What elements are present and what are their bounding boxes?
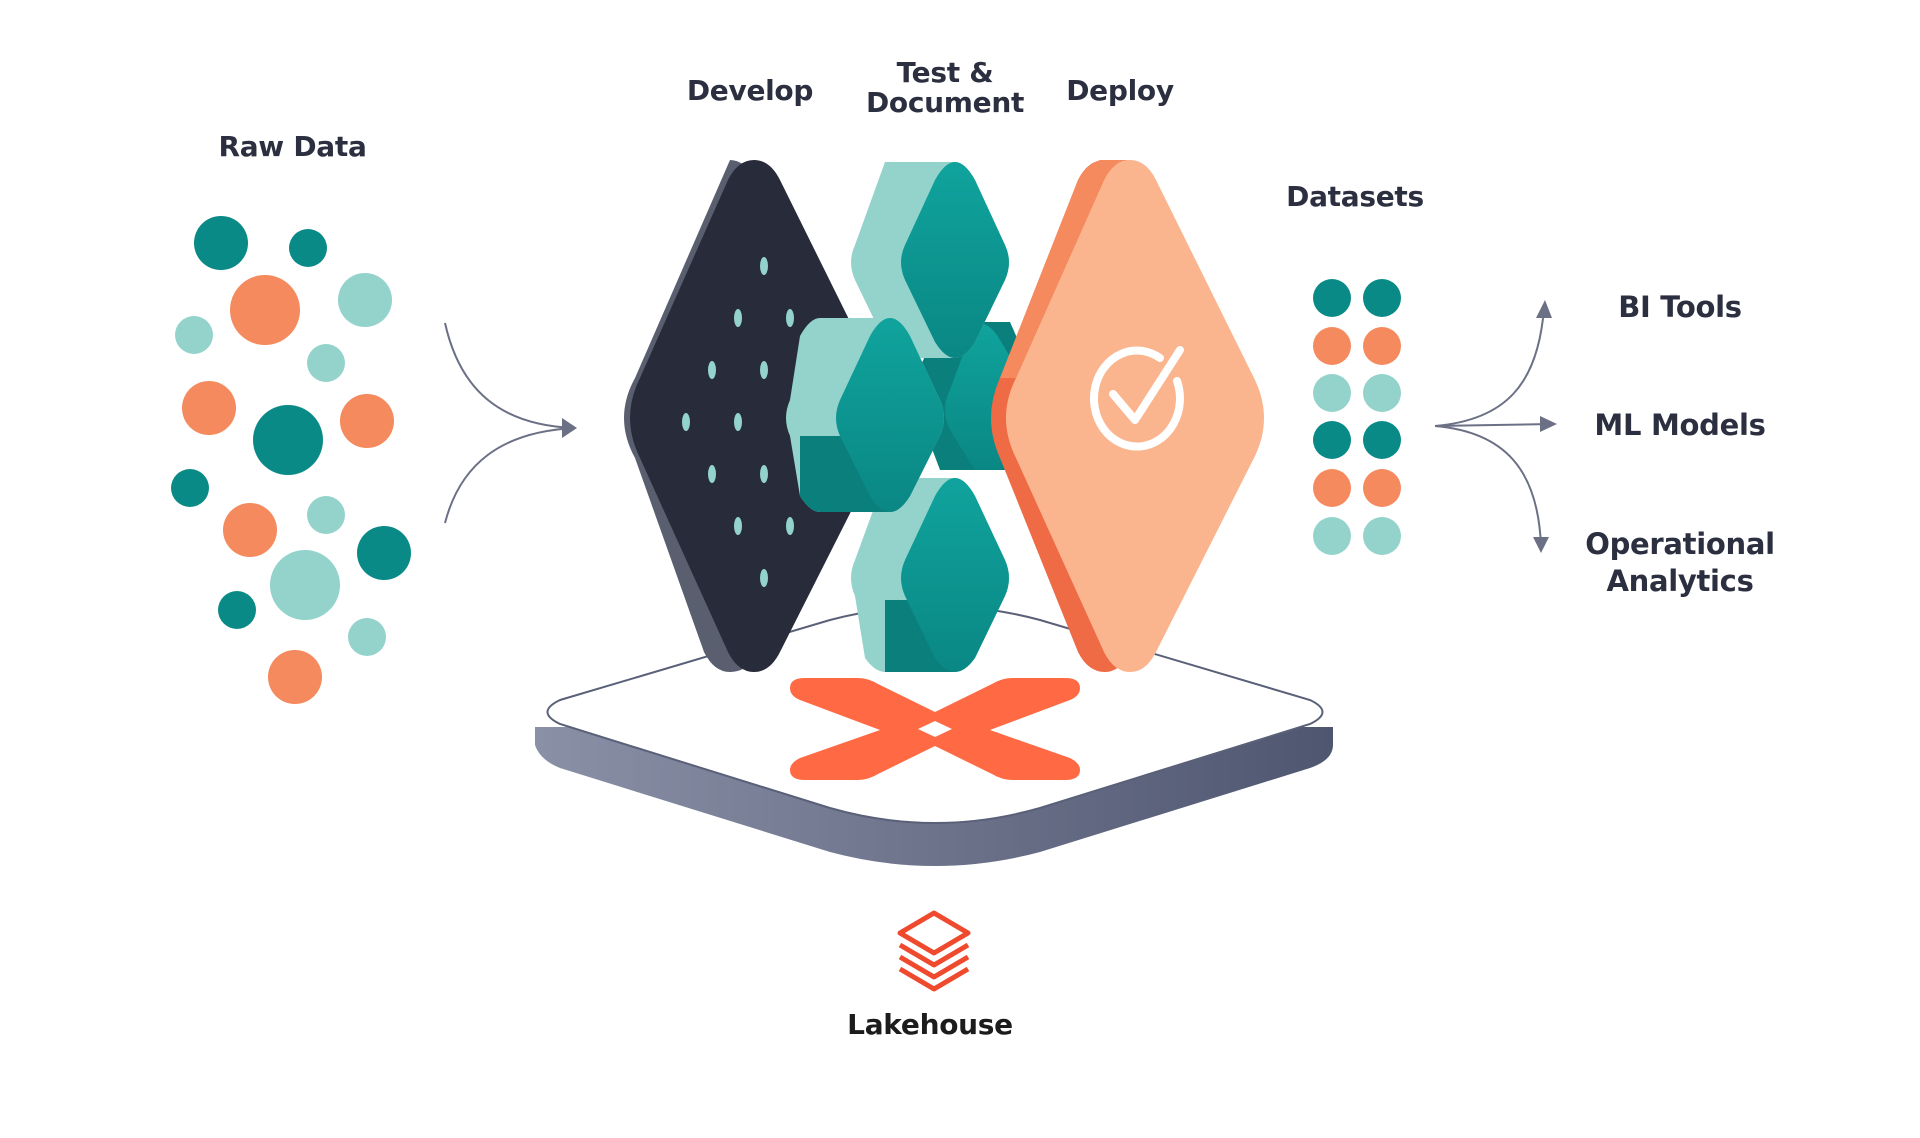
raw-data-dot <box>194 216 248 270</box>
input-arrows <box>444 322 577 524</box>
raw-data-dot <box>268 650 322 704</box>
raw-data-dot <box>270 550 340 620</box>
dataset-dot <box>1363 327 1401 365</box>
deploy-label: Deploy <box>1066 74 1174 107</box>
raw-data-dot <box>171 469 209 507</box>
teal-block <box>786 318 944 512</box>
dataset-dot <box>1313 279 1351 317</box>
teal-block <box>851 478 1009 672</box>
raw-data-dot <box>338 273 392 327</box>
test-document-label-line2: Document <box>865 86 1025 119</box>
x-logo-icon <box>790 678 1080 780</box>
output-arrows <box>1434 300 1557 553</box>
raw-data-cluster <box>171 216 411 704</box>
raw-data-dot <box>230 275 300 345</box>
datasets-grid <box>1313 279 1401 555</box>
test-document-cluster <box>786 162 1040 672</box>
dataset-dot <box>1313 327 1351 365</box>
raw-data-dot <box>348 618 386 656</box>
operational-analytics-label-line1: Operational <box>1585 527 1775 561</box>
dataset-dot <box>1313 517 1351 555</box>
teal-block <box>851 162 1009 358</box>
dataset-dot <box>1363 279 1401 317</box>
dataset-dot <box>1313 374 1351 412</box>
dataset-dot <box>1363 517 1401 555</box>
develop-diamond <box>624 160 888 672</box>
deploy-diamond <box>991 160 1264 672</box>
dataset-dot <box>1313 469 1351 507</box>
raw-data-dot <box>289 229 327 267</box>
input-arrow-top <box>444 322 575 429</box>
output-arrow-mid <box>1434 423 1553 427</box>
output-arrow-up <box>1434 307 1545 427</box>
raw-data-dot <box>253 405 323 475</box>
raw-data-dot <box>307 344 345 382</box>
raw-data-dot <box>357 526 411 580</box>
stacked-layers-icon <box>897 910 971 992</box>
develop-dots <box>682 257 794 587</box>
raw-data-dot <box>223 503 277 557</box>
arrow-head-icon <box>1540 416 1557 432</box>
input-arrow-bottom <box>444 427 575 524</box>
arrow-head-icon <box>562 418 577 438</box>
develop-diamond-face <box>630 160 888 672</box>
ml-models-label: ML Models <box>1594 408 1766 442</box>
datasets-label: Datasets <box>1286 180 1424 213</box>
dataset-dot <box>1363 421 1401 459</box>
raw-data-label: Raw Data <box>218 130 367 163</box>
dataset-dot <box>1363 469 1401 507</box>
raw-data-dot <box>218 591 256 629</box>
check-circle-icon <box>1089 346 1184 451</box>
arrow-head-icon <box>1536 300 1552 318</box>
dataset-dot <box>1313 421 1351 459</box>
test-document-label-line1: Test & <box>896 56 994 89</box>
raw-data-dot <box>182 381 236 435</box>
raw-data-dot <box>307 496 345 534</box>
bi-tools-label: BI Tools <box>1618 290 1742 324</box>
arrow-head-icon <box>1533 537 1549 553</box>
lakehouse-label: Lakehouse <box>847 1008 1013 1041</box>
output-arrow-down <box>1434 425 1542 547</box>
raw-data-dot <box>340 394 394 448</box>
operational-analytics-label-line2: Analytics <box>1606 564 1754 598</box>
dataset-dot <box>1363 374 1401 412</box>
develop-label: Develop <box>686 74 814 107</box>
raw-data-dot <box>175 316 213 354</box>
